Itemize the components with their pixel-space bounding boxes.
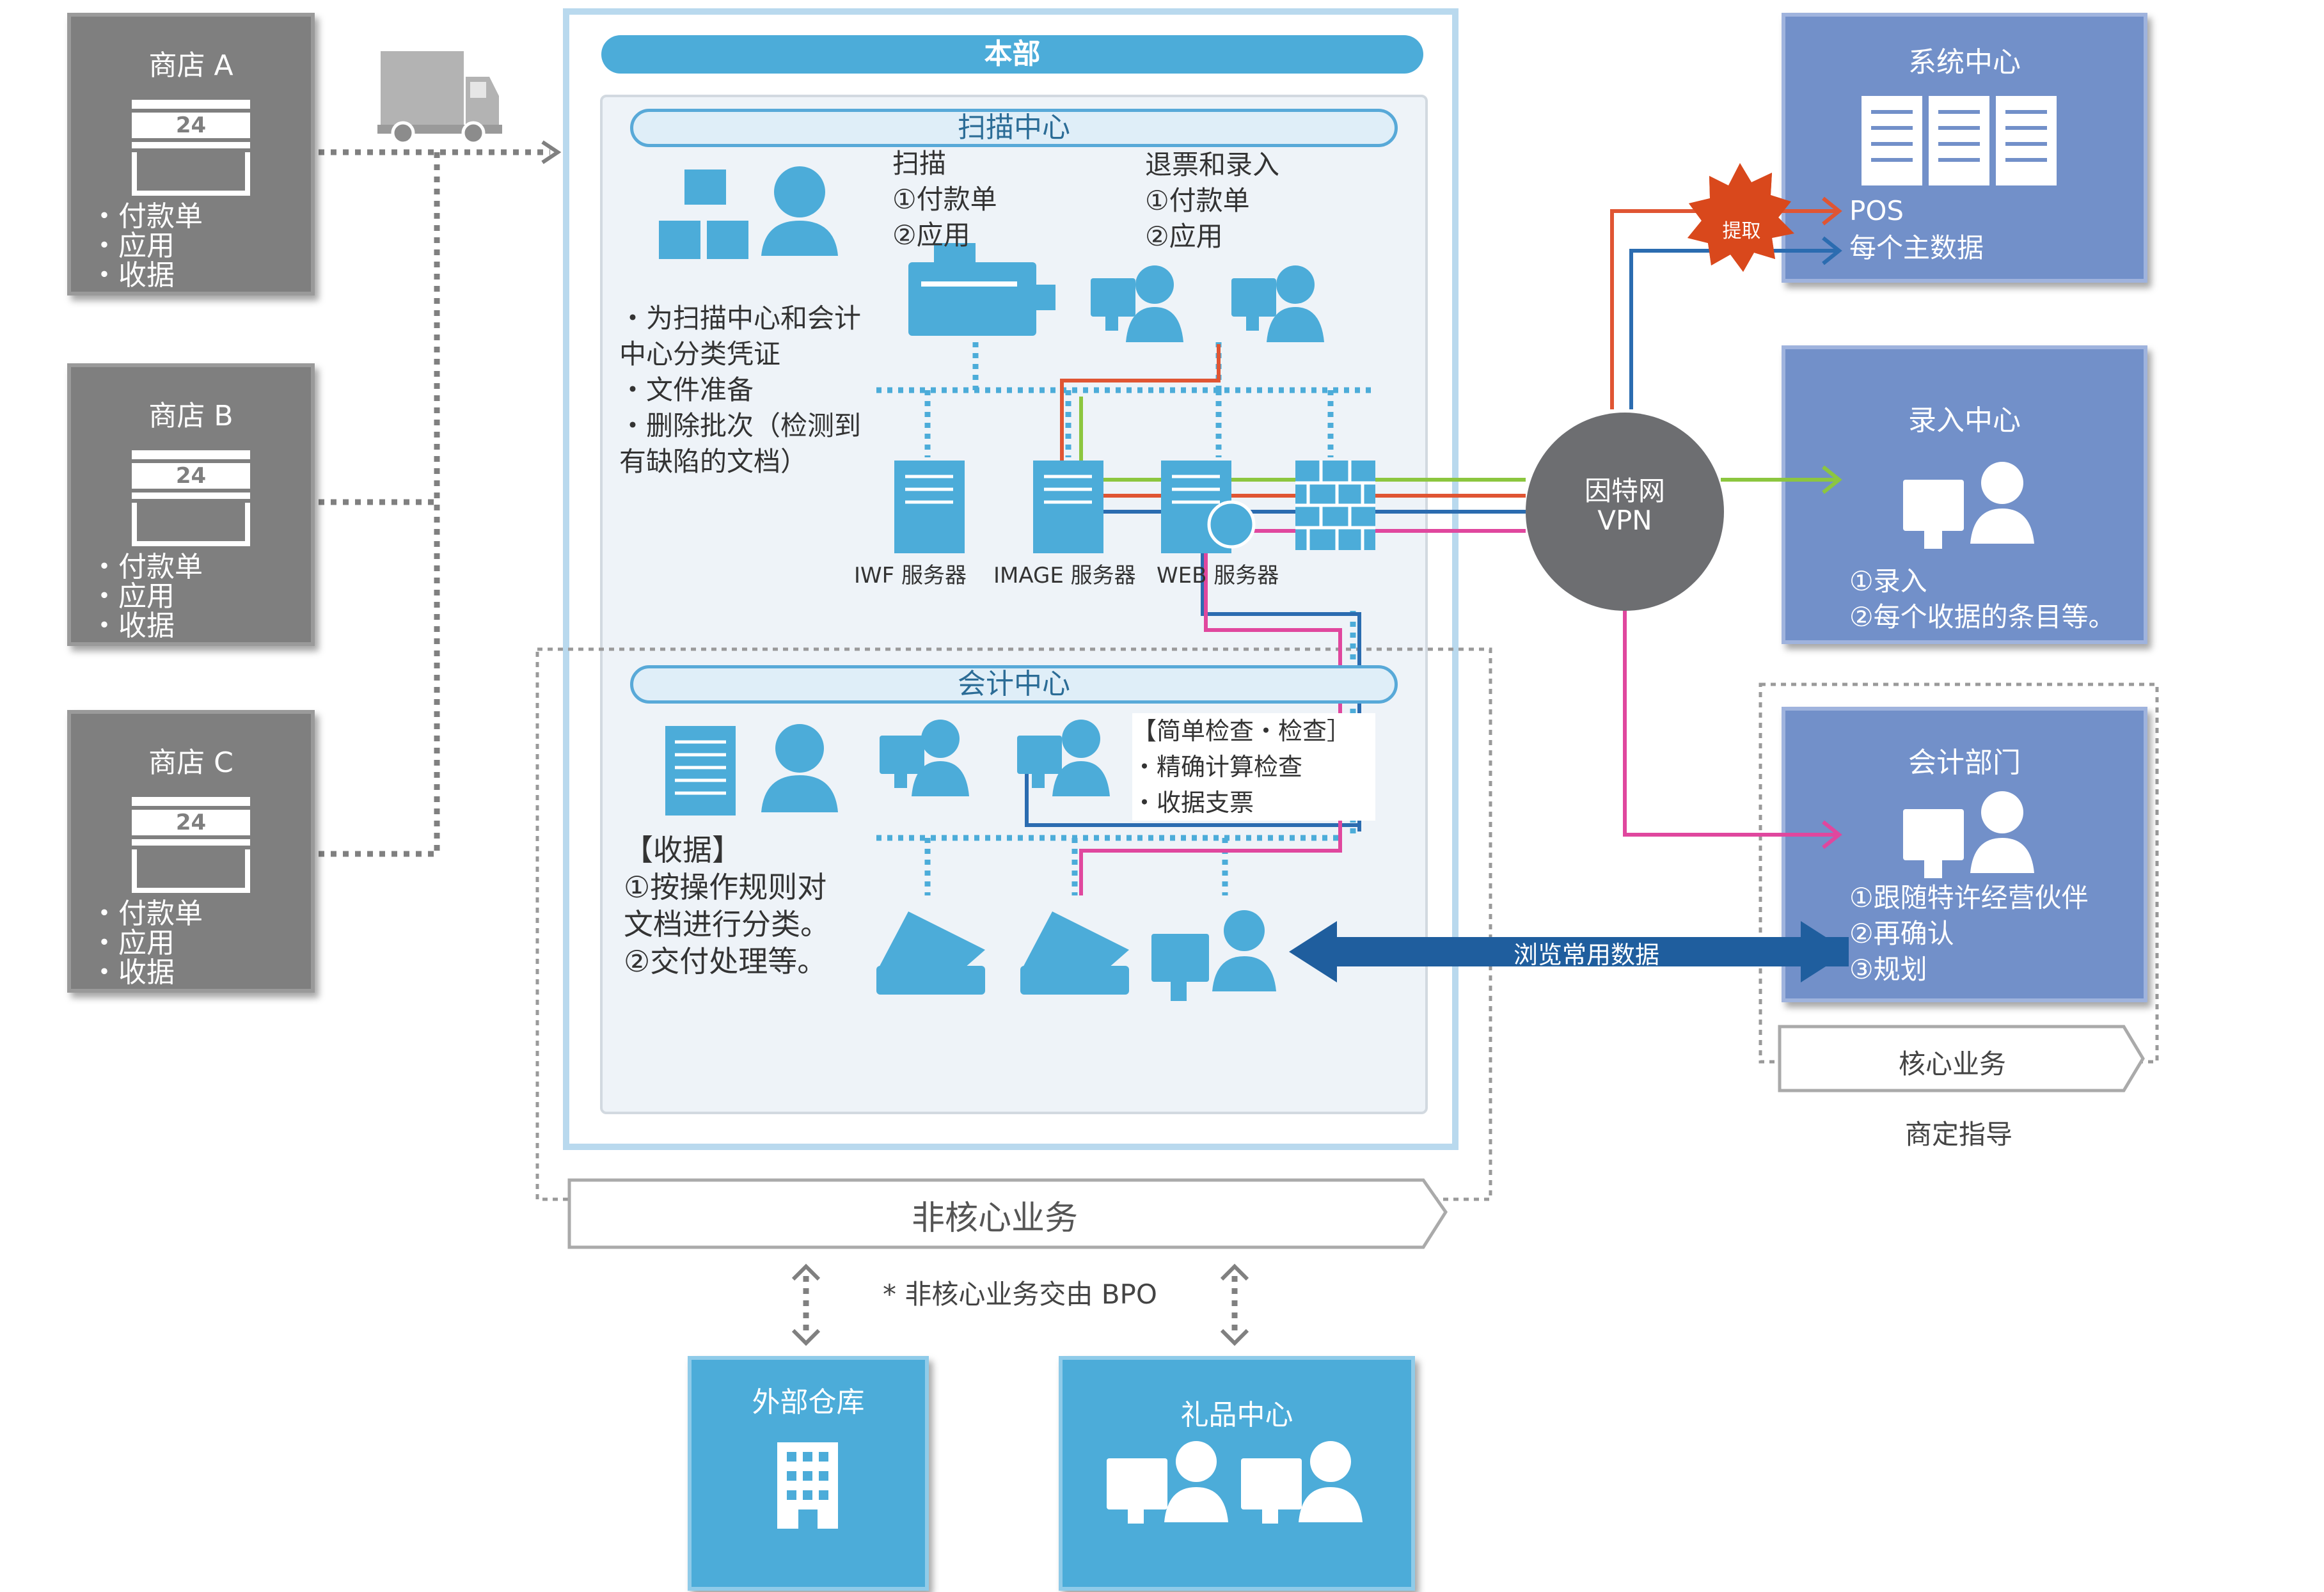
scan-heading: 扫描 ①付款单 ②应用 [892, 148, 997, 251]
vpn-circle [1526, 413, 1724, 611]
accounting-dept-title: 会计部门 [1908, 746, 2021, 779]
store-a: 商店 A 24 ・付款单・应用・收据 [67, 13, 315, 296]
external-warehouse-title: 外部仓库 [752, 1386, 865, 1419]
person-icon [761, 166, 838, 256]
convenience-store-icon: 24 [132, 100, 250, 196]
core-label: 核心业务 [1898, 1048, 2006, 1080]
entry-center-box: 录入中心 ①录入 ②每个收据的条目等。 [1782, 345, 2147, 644]
accounting-dept-box: 会计部门 ①跟随特许经营伙伴 ②再确认 ③规划 [1782, 707, 2147, 1002]
gift-center-box: 礼品中心 [1059, 1356, 1415, 1591]
scan-center-title: 扫描中心 [630, 109, 1398, 147]
gift-center-title: 礼品中心 [1180, 1399, 1293, 1431]
pc-operator-icon [1151, 910, 1276, 1001]
server-label-web: WEB 服务器 [1157, 563, 1279, 588]
bpo-arrows [803, 1276, 1238, 1334]
store-items: ・付款单・应用・收据 [90, 200, 203, 292]
entry-center-items: ①录入 ②每个收据的条目等。 [1849, 565, 2115, 633]
entry-center-title: 录入中心 [1908, 404, 2021, 437]
firewall-icon [1295, 461, 1375, 550]
system-center-box: 系统中心 POS 每个主数据 [1782, 13, 2147, 283]
hq-title: 本部 [601, 35, 1423, 74]
browse-arrow-label: 浏览常用数据 [1513, 941, 1659, 969]
store-b: 商店 B 24 ・付款单・应用・收据 [67, 363, 315, 646]
core-banner [1778, 1025, 2145, 1092]
operator-group-scan [1091, 265, 1324, 342]
vpn-label: 因特网 VPN [1584, 475, 1665, 536]
non-core-label: 非核心业务 [911, 1199, 1078, 1238]
server-label-image: IMAGE 服务器 [993, 563, 1136, 588]
store-title: 商店 B [148, 400, 233, 432]
boxes-icon [659, 169, 748, 259]
accounting-receipts: 【收据】 ①按操作规则对 文档进行分类。 ②交付处理等。 [624, 833, 830, 979]
store-items: ・付款单・应用・收据 [90, 551, 203, 642]
document-icon [665, 726, 736, 816]
scanner-icons [876, 911, 1129, 995]
accounting-center-title: 会计中心 [630, 665, 1398, 704]
printer-icon [908, 243, 1055, 336]
scan-tasks: ・为扫描中心和会计 中心分类凭证 ・文件准备 ・删除批次（检测到 有缺陷的文档） [619, 303, 862, 477]
store-items: ・付款单・应用・收据 [90, 897, 203, 989]
convenience-store-icon: 24 [132, 450, 250, 546]
accounting-dept-items: ①跟随特许经营伙伴 ②再确认 ③规划 [1849, 882, 2089, 985]
server-label-iwf: IWF 服务器 [854, 563, 967, 588]
server-icons [894, 461, 1256, 553]
system-center-items: POS 每个主数据 [1849, 195, 1984, 264]
operator-group-accounting [880, 720, 1110, 796]
truck-icon [377, 51, 502, 145]
core-note: 商定指导 [1904, 1119, 2012, 1150]
store-title: 商店 A [148, 49, 233, 82]
system-center-title: 系统中心 [1908, 46, 2021, 79]
store-title: 商店 C [148, 746, 233, 779]
convenience-store-icon: 24 [132, 797, 250, 893]
external-warehouse-box: 外部仓库 [688, 1356, 929, 1591]
accounting-person-icon [761, 724, 838, 812]
browse-double-arrow [1289, 921, 1849, 982]
non-core-banner [567, 1178, 1448, 1249]
non-core-note: * 非核心业务交由 BPO [883, 1279, 1157, 1310]
return-heading: 退票和录入 ①付款单 ②应用 [1145, 149, 1280, 252]
extract-badge: 提取 [1722, 220, 1761, 242]
store-connectors [319, 149, 550, 857]
store-c: 商店 C 24 ・付款单・应用・收据 [67, 710, 315, 993]
accounting-checks: 【简单检查・检查］ ・精确计算检查 ・收据支票 [1132, 713, 1375, 821]
